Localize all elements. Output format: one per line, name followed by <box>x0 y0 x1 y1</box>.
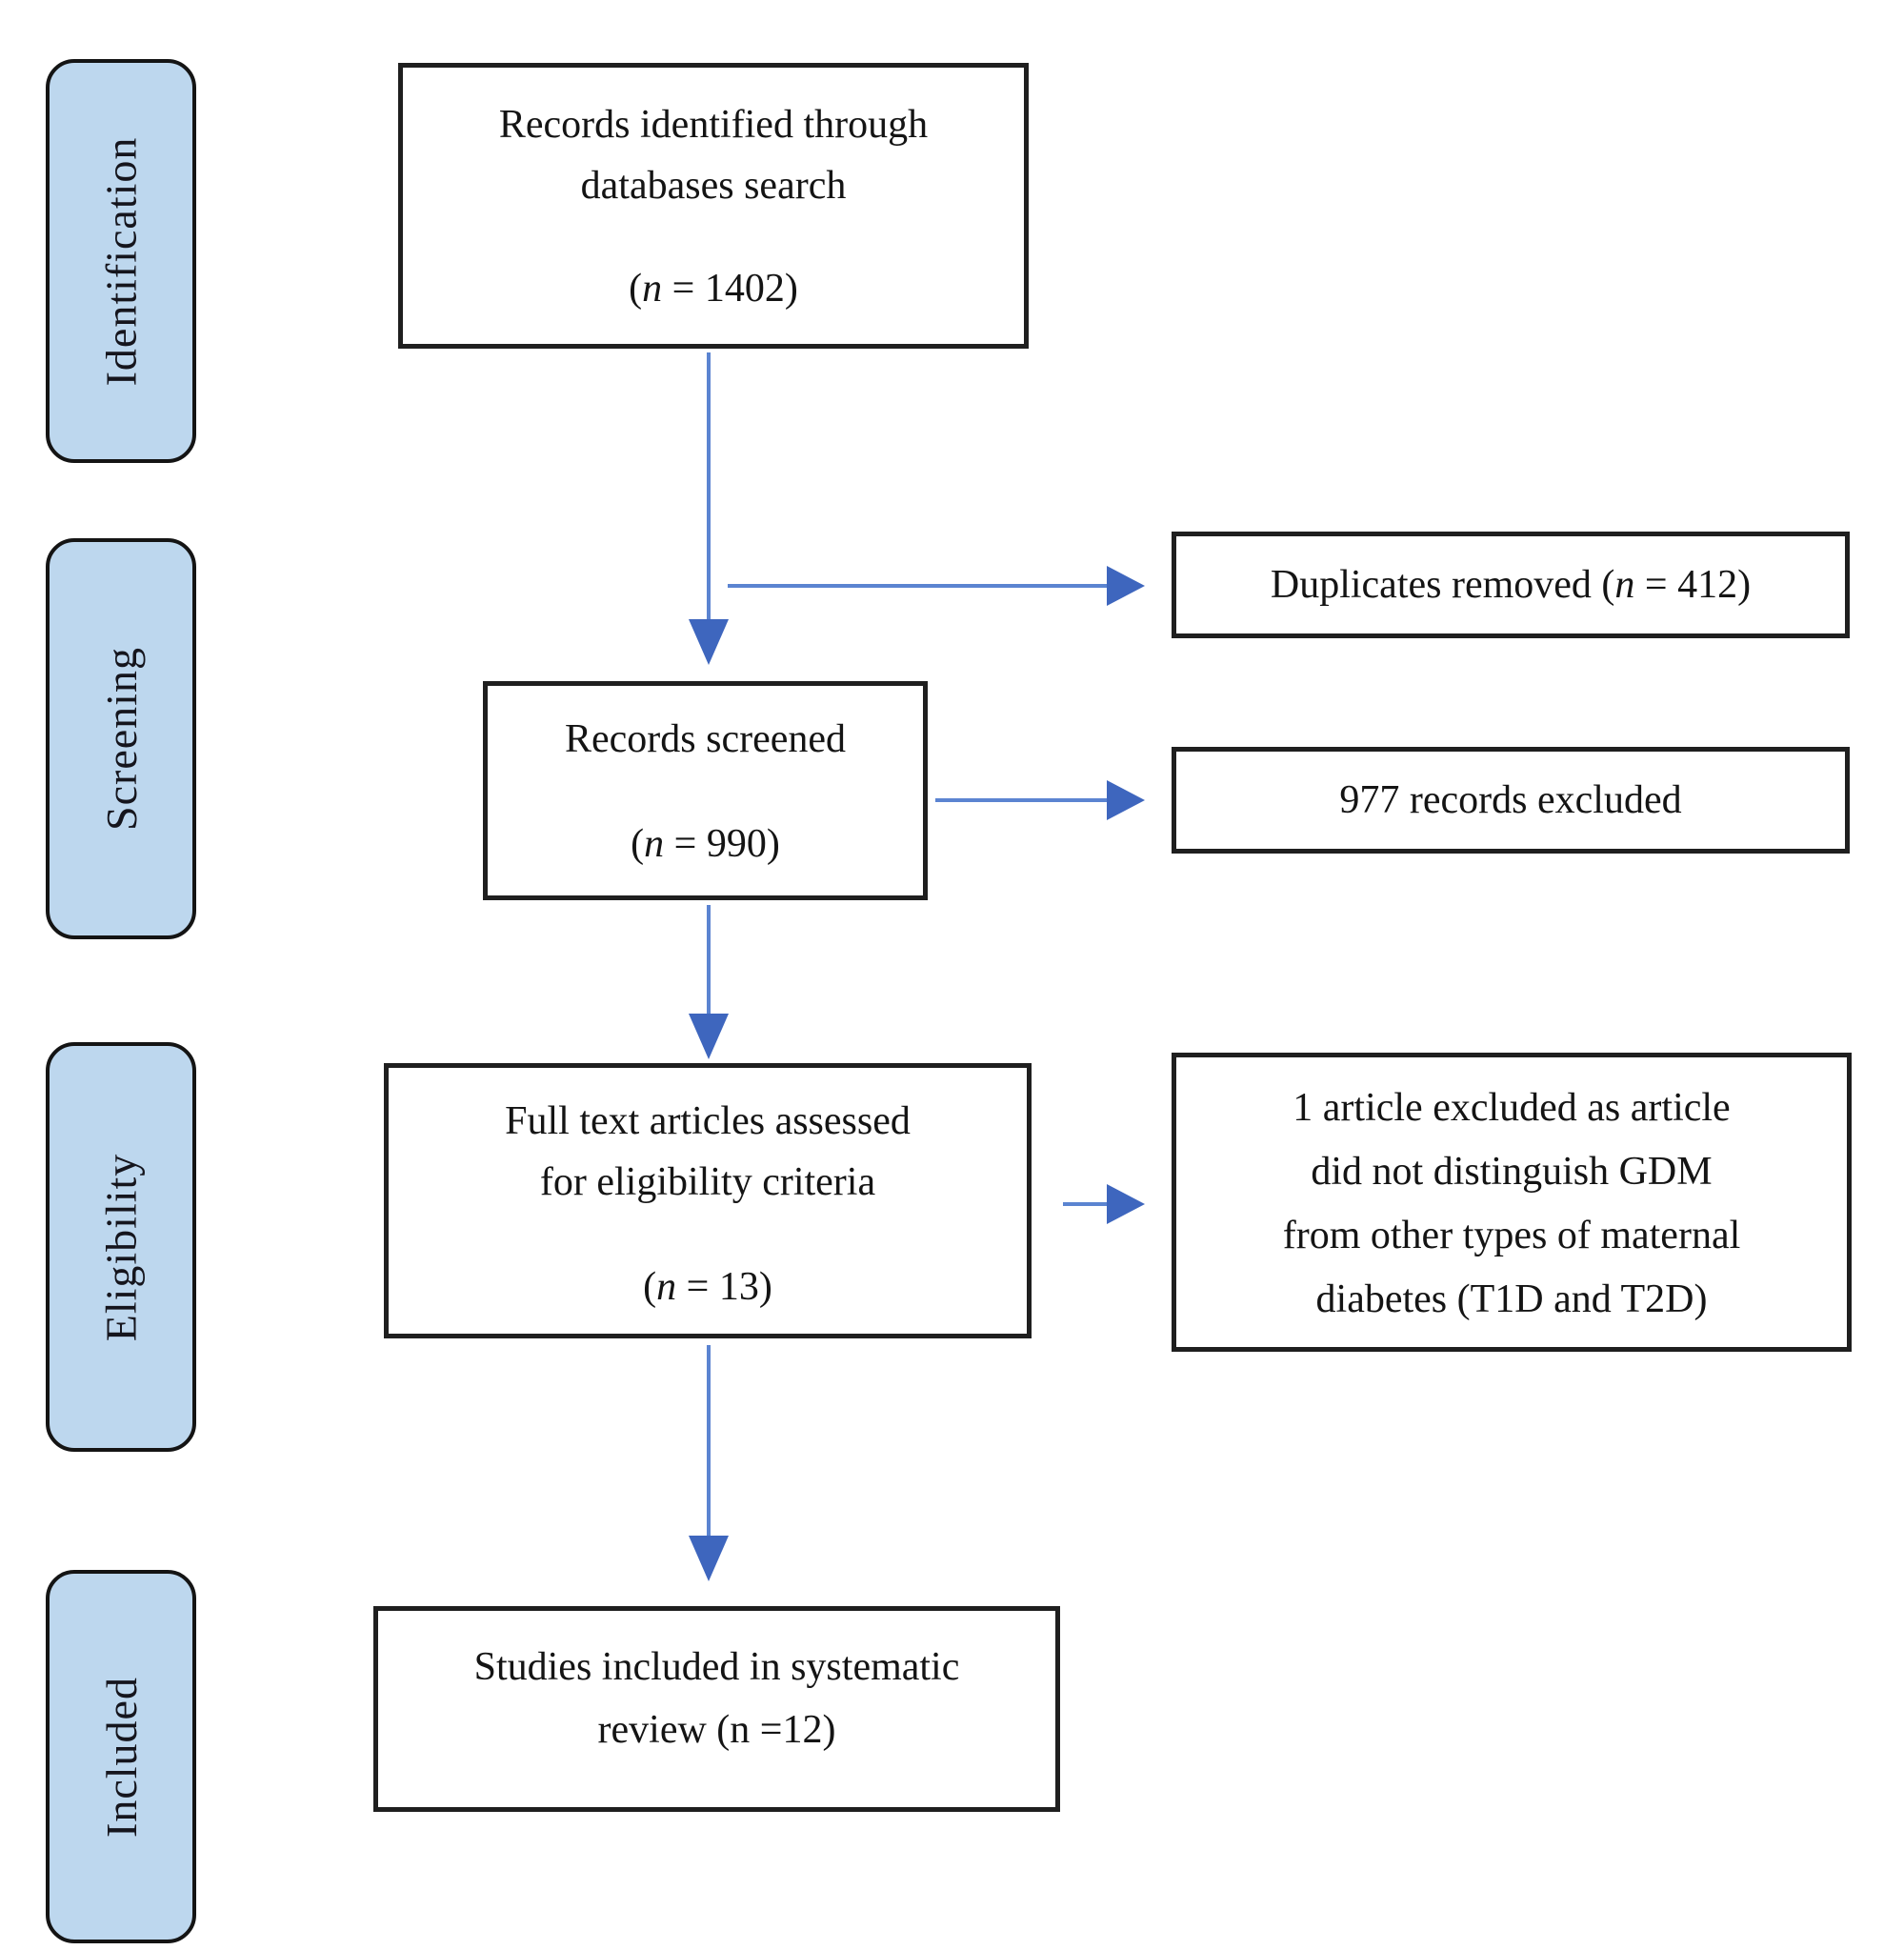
arrow-line <box>707 352 711 621</box>
records-excluded-text: 977 records excluded <box>1339 778 1682 822</box>
records-screened-line-1: Records screened <box>564 717 847 761</box>
n-variable: n <box>1614 563 1635 607</box>
box-fulltext-assessed: Full text articles assessed for eligibil… <box>384 1063 1032 1338</box>
stage-screening-label: Screening <box>96 647 146 831</box>
article-excluded-line-3: from other types of maternal <box>1282 1214 1741 1257</box>
stage-eligibility: Eligibility <box>46 1042 196 1452</box>
arrow-line <box>935 798 1107 802</box>
studies-included-line-1: Studies included in systematic <box>473 1645 960 1689</box>
records-identified-line-2: databases search <box>580 164 847 208</box>
count-value: = 1402) <box>662 267 798 311</box>
stage-identification-label: Identification <box>96 136 146 386</box>
n-variable: n <box>656 1265 677 1309</box>
stage-included-label: Included <box>96 1676 146 1838</box>
arrow-down-head-icon <box>689 1014 729 1059</box>
stage-screening: Screening <box>46 538 196 939</box>
count-value: = 13) <box>676 1265 772 1309</box>
records-identified-line-1: Records identified through <box>498 103 929 147</box>
records-screened-count: (n = 990) <box>488 814 923 874</box>
count-value: = 412) <box>1634 563 1752 607</box>
stage-identification: Identification <box>46 59 196 463</box>
n-variable: n <box>642 267 663 311</box>
article-excluded-line-2: did not distinguish GDM <box>1311 1150 1713 1194</box>
box-records-screened: Records screened (n = 990) <box>483 681 928 900</box>
arrow-right-head-icon <box>1107 566 1145 606</box>
box-duplicates-removed: Duplicates removed (n = 412) <box>1172 532 1850 638</box>
arrow-right-head-icon <box>1107 780 1145 820</box>
box-studies-included: Studies included in systematic review (n… <box>373 1606 1060 1812</box>
duplicates-removed-text: Duplicates removed (n = 412) <box>1271 554 1751 615</box>
paren-open: ( <box>643 1265 657 1309</box>
studies-included-line-2: review (n =12) <box>597 1708 836 1752</box>
arrow-down-head-icon <box>689 1536 729 1581</box>
stage-included: Included <box>46 1570 196 1943</box>
arrow-line <box>707 905 711 1015</box>
arrow-line <box>707 1345 711 1538</box>
arrow-down-head-icon <box>689 619 729 665</box>
fulltext-assessed-line-1: Full text articles assessed <box>505 1099 911 1143</box>
arrow-line <box>1063 1202 1107 1206</box>
paren-open: ( <box>631 822 645 866</box>
arrow-line <box>728 584 1107 588</box>
n-variable: n <box>644 822 665 866</box>
fulltext-assessed-count: (n = 13) <box>389 1256 1027 1317</box>
paren-open: ( <box>629 267 643 311</box>
article-excluded-line-1: 1 article excluded as article <box>1293 1086 1731 1130</box>
duplicates-removed-label: Duplicates removed <box>1270 563 1602 607</box>
count-value: = 990) <box>664 822 780 866</box>
article-excluded-line-4: diabetes (T1D and T2D) <box>1315 1277 1708 1321</box>
paren-open: ( <box>1601 563 1615 607</box>
box-records-identified: Records identified through databases sea… <box>398 63 1029 349</box>
stage-eligibility-label: Eligibility <box>96 1153 146 1341</box>
fulltext-assessed-line-2: for eligibility criteria <box>539 1160 876 1204</box>
records-identified-count: (n = 1402) <box>403 258 1024 319</box>
arrow-right-head-icon <box>1107 1184 1145 1224</box>
box-records-excluded: 977 records excluded <box>1172 747 1850 854</box>
box-article-excluded: 1 article excluded as article did not di… <box>1172 1053 1852 1352</box>
